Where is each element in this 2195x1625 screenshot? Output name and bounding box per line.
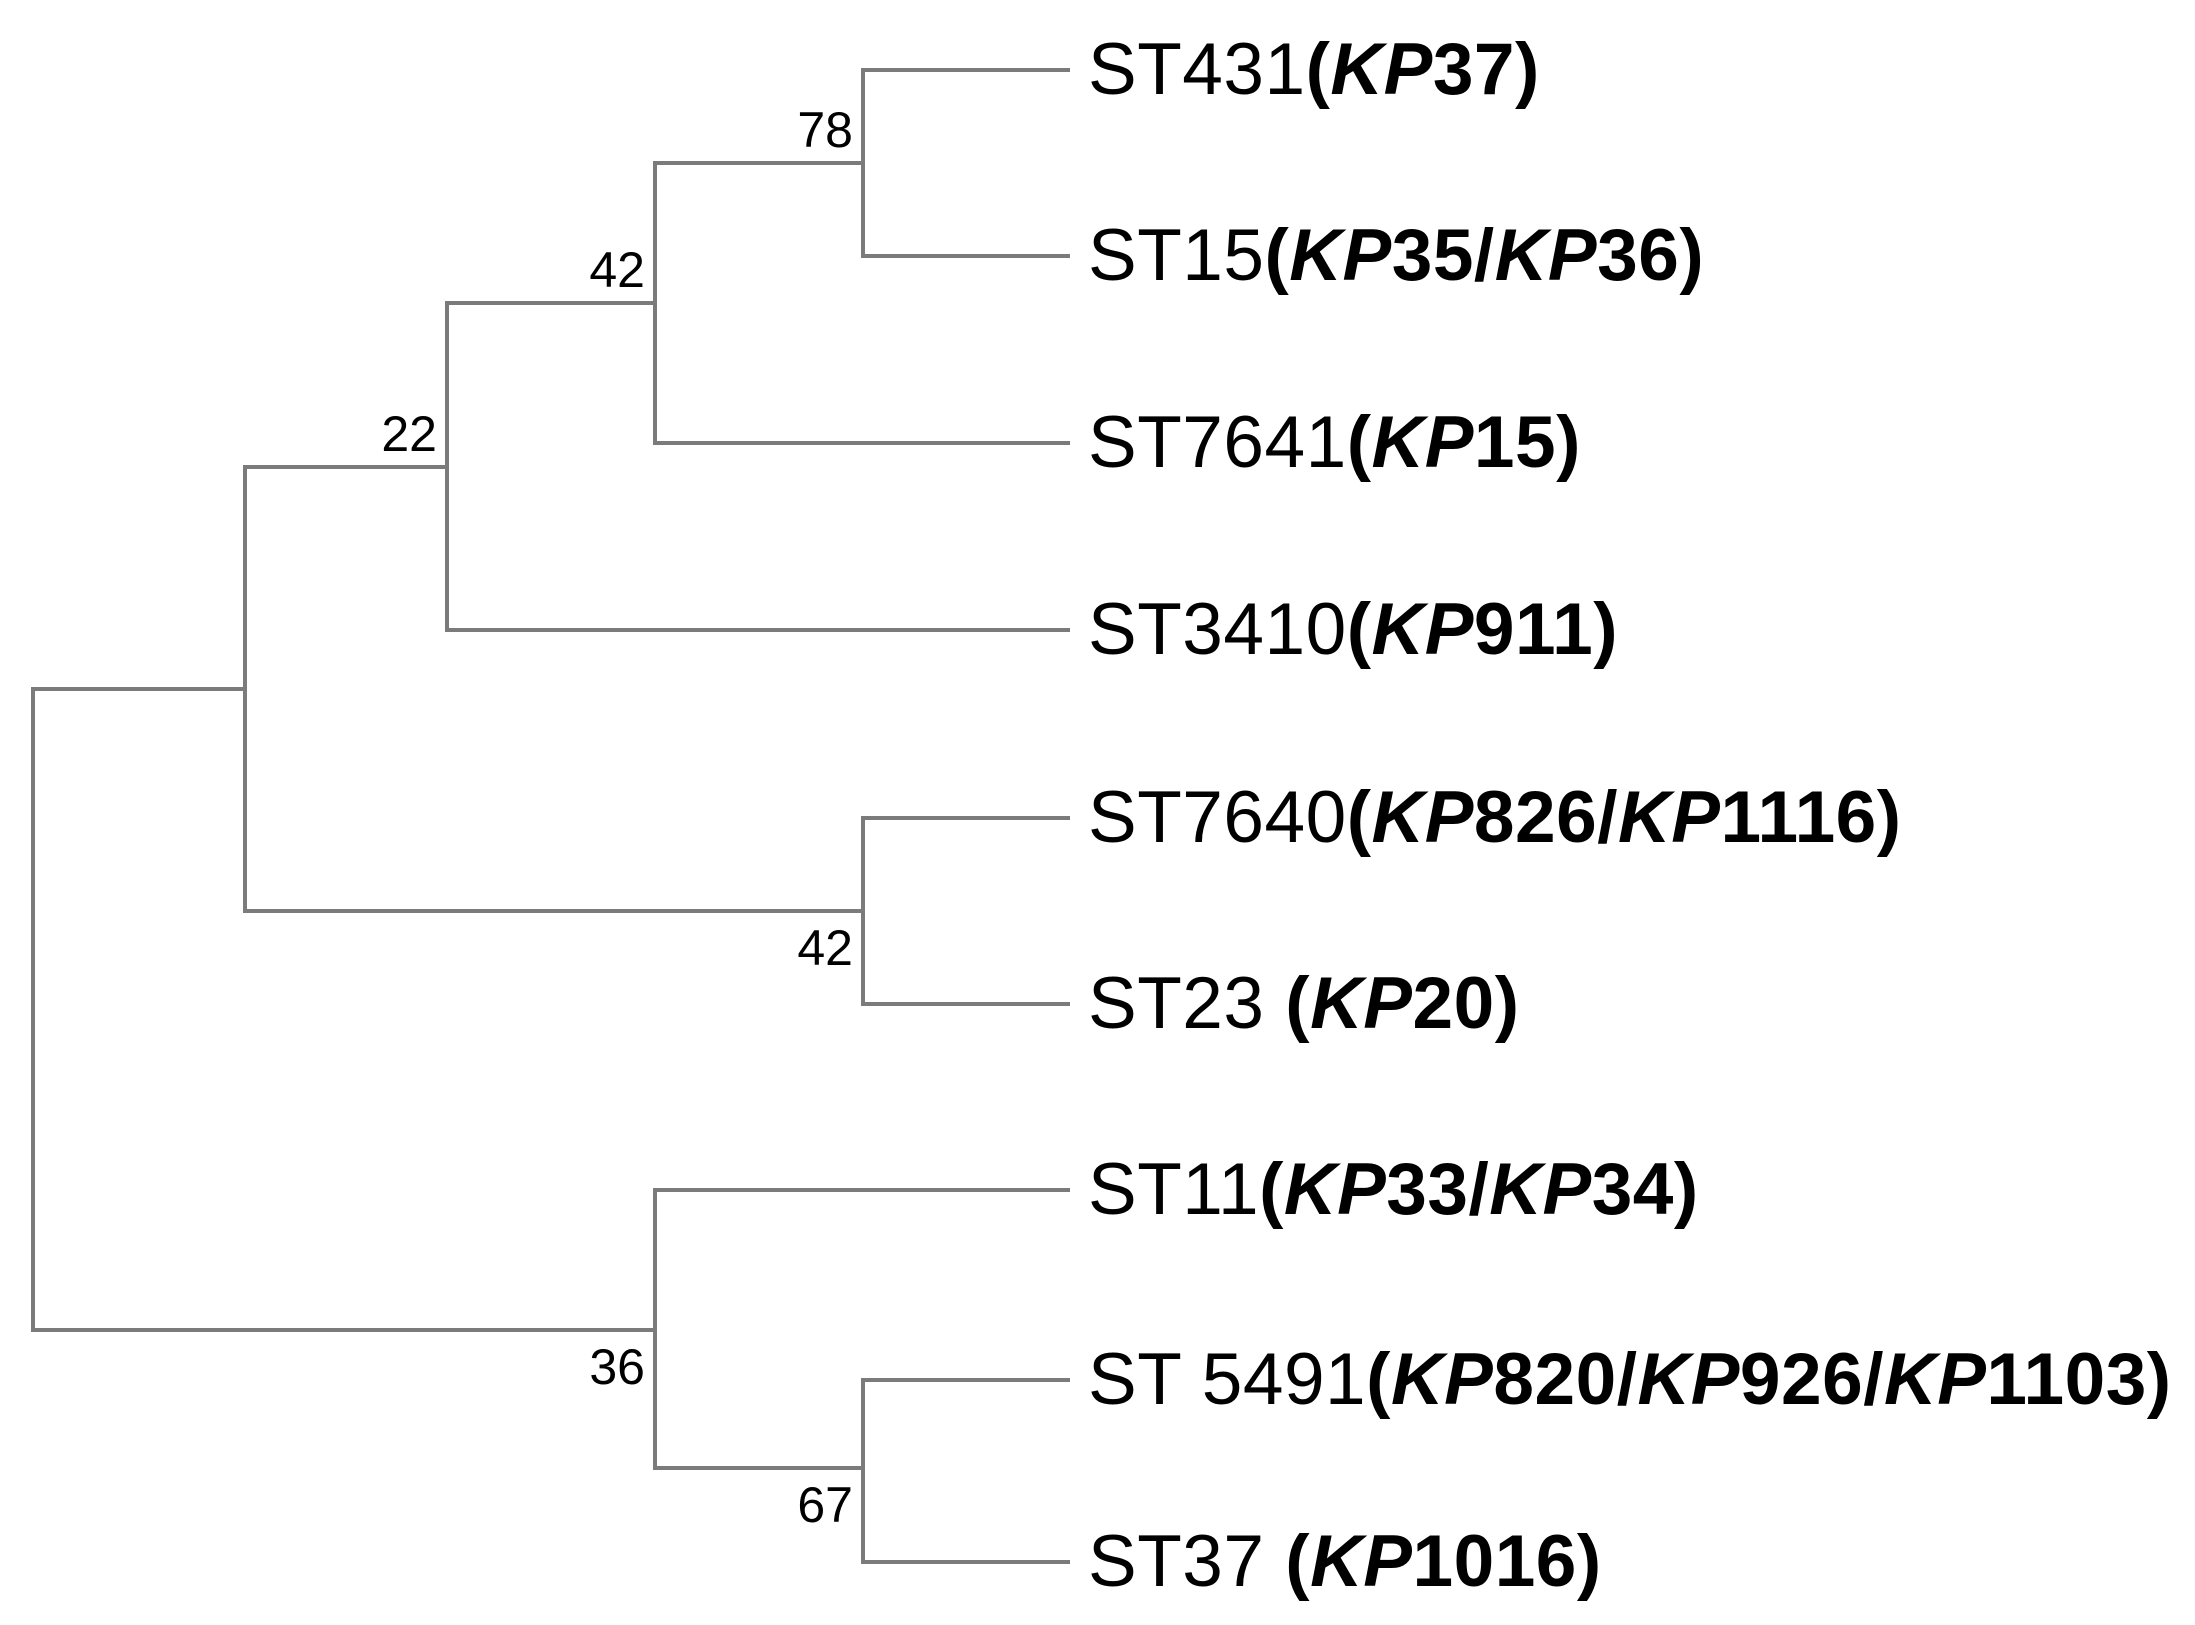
kp-italic: KP xyxy=(1283,1149,1387,1230)
bootstrap-label-node-42b: 42 xyxy=(797,920,853,976)
taxon-st-name: ST7640 xyxy=(1088,777,1347,858)
bootstrap-label-node-78: 78 xyxy=(797,102,853,158)
kp-italic: KP xyxy=(1390,1339,1494,1420)
taxon-kp-strains: (KP37) xyxy=(1305,29,1540,110)
kp-italic: KP xyxy=(1489,1149,1592,1230)
taxon-kp-strains: (KP20) xyxy=(1285,963,1520,1044)
kp-italic: KP xyxy=(1371,402,1474,483)
taxon-kp-strains: (KP911) xyxy=(1346,589,1619,670)
kp-italic: KP xyxy=(1371,589,1474,670)
kp-italic: KP xyxy=(1289,215,1392,296)
taxon-st-name: ST11 xyxy=(1088,1149,1260,1230)
kp-italic: KP xyxy=(1884,1339,1987,1420)
kp-italic: KP xyxy=(1618,777,1721,858)
taxon-kp-strains: (KP35/KP36) xyxy=(1264,215,1705,296)
taxon-st-name: ST7641 xyxy=(1088,402,1347,483)
taxon-st-name: ST431 xyxy=(1088,29,1306,110)
taxon-kp-strains: (KP1016) xyxy=(1285,1521,1602,1602)
bootstrap-label-node-67: 67 xyxy=(797,1477,853,1533)
taxon-st-name: ST 5491 xyxy=(1088,1339,1367,1420)
taxon-label-4: ST3410(KP911) xyxy=(1088,587,1618,673)
taxon-kp-strains: (KP820/KP926/KP1103) xyxy=(1366,1339,2172,1420)
taxon-label-9: ST37 (KP1016) xyxy=(1088,1519,1602,1605)
kp-italic: KP xyxy=(1637,1339,1740,1420)
bootstrap-label-node-36: 36 xyxy=(589,1339,645,1395)
kp-italic: KP xyxy=(1310,1521,1413,1602)
taxon-st-name: ST15 xyxy=(1088,215,1265,296)
taxon-kp-strains: (KP15) xyxy=(1346,402,1581,483)
bootstrap-label-node-42a: 42 xyxy=(589,242,645,298)
taxon-kp-strains: (KP33/KP34) xyxy=(1259,1149,1699,1230)
kp-italic: KP xyxy=(1330,29,1433,110)
taxon-label-8: ST 5491(KP820/KP926/KP1103) xyxy=(1088,1337,2172,1423)
taxon-st-name: ST37 xyxy=(1088,1521,1286,1602)
taxon-label-6: ST23 (KP20) xyxy=(1088,961,1520,1047)
taxon-st-name: ST3410 xyxy=(1088,589,1347,670)
taxon-label-5: ST7640(KP826/KP1116) xyxy=(1088,775,1902,861)
kp-italic: KP xyxy=(1371,777,1474,858)
taxon-label-7: ST11(KP33/KP34) xyxy=(1088,1147,1699,1233)
taxon-label-1: ST431(KP37) xyxy=(1088,27,1540,113)
kp-italic: KP xyxy=(1494,215,1598,296)
taxon-label-3: ST7641(KP15) xyxy=(1088,400,1581,486)
taxon-label-2: ST15(KP35/KP36) xyxy=(1088,213,1704,299)
taxon-st-name: ST23 xyxy=(1088,963,1286,1044)
taxon-kp-strains: (KP826/KP1116) xyxy=(1346,777,1902,858)
kp-italic: KP xyxy=(1310,963,1413,1044)
bootstrap-label-node-22: 22 xyxy=(381,406,437,462)
